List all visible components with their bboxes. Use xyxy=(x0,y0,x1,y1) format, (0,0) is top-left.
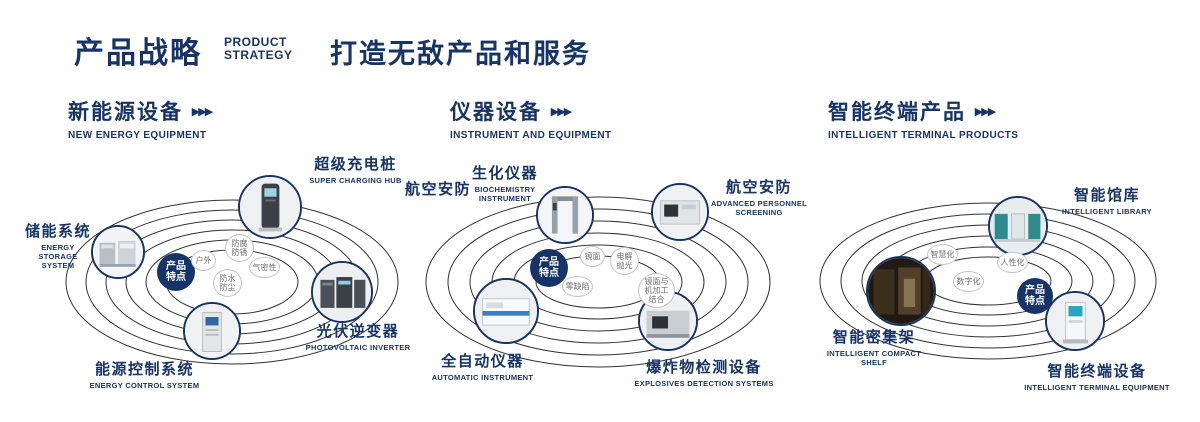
security-gate-image xyxy=(538,188,592,242)
feature-bubble: 智慧化 xyxy=(927,244,958,265)
pv-inverter-image xyxy=(313,263,371,321)
product-label-energy-control: 能源控制系统 ENERGY CONTROL SYSTEM xyxy=(82,358,207,390)
compact-shelf-image xyxy=(868,258,934,324)
triple-chevron-icon: ▸▸▸ xyxy=(192,103,213,120)
section-title: 新能源设备 xyxy=(68,101,183,124)
product-circle-personnel-screening xyxy=(651,183,709,241)
section-subtitle: INSTRUMENT AND EQUIPMENT xyxy=(450,130,612,141)
product-name-cn: 航空安防 xyxy=(404,181,471,198)
product-name-cn: 生化仪器 xyxy=(471,165,538,182)
feature-bubble: 电解抛光 xyxy=(610,247,639,275)
product-feature-badge: 产品特点 xyxy=(157,253,195,291)
charging-hub-image xyxy=(240,177,300,237)
product-name-cn: 能源控制系统 xyxy=(94,361,194,378)
product-feature-badge-label: 产品特点 xyxy=(1025,285,1045,307)
product-label-explosives-detection: 爆炸物检测设备 EXPLOSIVES DETECTION SYSTEMS xyxy=(634,356,774,388)
product-name-cn: 智能终端设备 xyxy=(1047,363,1147,380)
product-circle-pv-inverter xyxy=(311,261,373,323)
product-label-energy-storage: 储能系统 ENERGY STORAGE SYSTEM xyxy=(24,220,92,270)
section-subtitle: NEW ENERGY EQUIPMENT xyxy=(68,130,207,141)
product-label-automatic-instrument: 全自动仪器 AUTOMATIC INSTRUMENT xyxy=(425,350,540,382)
product-name-en: INTELLIGENT COMPACT SHELF xyxy=(826,349,922,367)
energy-storage-image xyxy=(93,227,143,277)
feature-bubble: 户外 xyxy=(191,250,216,271)
section-heading-instruments: 仪器设备 ▸▸▸ INSTRUMENT AND EQUIPMENT xyxy=(450,96,611,141)
product-feature-badge: 产品特点 xyxy=(530,249,568,287)
orbit-rings-instruments xyxy=(425,196,771,368)
product-feature-badge-label: 产品特点 xyxy=(166,261,186,283)
product-name-cn: 智能馆库 xyxy=(1073,187,1140,204)
product-name-en: PHOTOVOLTAIC INVERTER xyxy=(305,343,411,352)
product-name-en: ADVANCED PERSONNEL SCREENING xyxy=(710,199,808,217)
product-label-pv-inverter: 光伏逆变器 PHOTOVOLTAIC INVERTER xyxy=(298,320,418,352)
feature-bubble: 气密性 xyxy=(249,257,280,278)
energy-control-image xyxy=(185,304,239,358)
product-feature-badge: 产品特点 xyxy=(1017,278,1053,314)
feature-bubble: 数字化 xyxy=(953,271,984,292)
product-name-en: SUPER CHARGING HUB xyxy=(309,176,402,185)
product-name-cn: 智能密集架 xyxy=(832,329,916,346)
product-name-en: EXPLOSIVES DETECTION SYSTEMS xyxy=(634,379,774,388)
product-circle-security-gate xyxy=(536,186,594,244)
page-title-en: PRODUCT STRATEGY xyxy=(224,35,293,62)
feature-bubble: 镜面与机加工结合 xyxy=(638,273,675,308)
automatic-instrument-image xyxy=(475,280,537,342)
feature-bubble: 零缺陷 xyxy=(562,276,593,297)
product-feature-badge-label: 产品特点 xyxy=(539,257,559,279)
page-title: 产品战略 xyxy=(74,37,202,70)
product-name-en: INTELLIGENT TERMINAL EQUIPMENT xyxy=(1024,383,1170,392)
section-title: 智能终端产品 xyxy=(828,101,966,124)
product-circle-terminal-equipment xyxy=(1045,291,1105,351)
product-name-cn: 爆炸物检测设备 xyxy=(646,359,762,376)
product-name-cn: 储能系统 xyxy=(24,223,91,240)
feature-bubble: 人性化 xyxy=(997,252,1028,273)
triple-chevron-icon: ▸▸▸ xyxy=(975,103,996,120)
section-heading-intelligent-terminal: 智能终端产品 ▸▸▸ INTELLIGENT TERMINAL PRODUCTS xyxy=(828,96,1018,141)
product-label-biochemistry: 生化仪器 BIOCHEMISTRY INSTRUMENT xyxy=(466,162,544,203)
product-circle-compact-shelf xyxy=(866,256,936,326)
feature-bubble: 防水防尘 xyxy=(213,269,242,297)
product-circle-energy-storage xyxy=(91,225,145,279)
product-label-personnel-screening: 航空安防 ADVANCED PERSONNEL SCREENING xyxy=(710,176,808,217)
product-name-en: AUTOMATIC INSTRUMENT xyxy=(431,373,534,382)
section-subtitle: INTELLIGENT TERMINAL PRODUCTS xyxy=(828,130,1019,141)
product-label-intelligent-library: 智能馆库 INTELLIGENT LIBRARY xyxy=(1052,184,1162,216)
product-name-cn: 航空安防 xyxy=(725,179,792,196)
product-circle-charging-hub xyxy=(238,175,302,239)
product-label-charging-hub: 超级充电桩 SUPER CHARGING HUB xyxy=(298,153,413,185)
personnel-screening-image xyxy=(653,185,707,239)
feature-bubble: 防腐防锈 xyxy=(225,234,254,262)
product-circle-automatic-instrument xyxy=(473,278,539,344)
product-label-compact-shelf: 智能密集架 INTELLIGENT COMPACT SHELF xyxy=(815,326,933,367)
product-name-cn: 全自动仪器 xyxy=(441,353,524,370)
product-name-en: INTELLIGENT LIBRARY xyxy=(1061,207,1152,216)
triple-chevron-icon: ▸▸▸ xyxy=(551,103,572,120)
section-title: 仪器设备 xyxy=(450,101,542,124)
product-name-en: BIOCHEMISTRY INSTRUMENT xyxy=(474,185,536,203)
product-name-cn: 超级充电桩 xyxy=(314,156,397,173)
feature-bubble: 镜面 xyxy=(580,246,605,267)
product-circle-energy-control xyxy=(183,302,241,360)
terminal-equipment-image xyxy=(1047,293,1103,349)
product-label-terminal-equipment: 智能终端设备 INTELLIGENT TERMINAL EQUIPMENT xyxy=(1022,360,1172,392)
product-circle-intelligent-library xyxy=(988,196,1048,256)
product-label-aviation-security-left: 航空安防 xyxy=(400,178,476,199)
page-slogan: 打造无敌产品和服务 xyxy=(330,39,591,69)
product-name-cn: 光伏逆变器 xyxy=(316,323,400,340)
product-name-en: ENERGY CONTROL SYSTEM xyxy=(89,381,200,390)
intelligent-library-image xyxy=(990,198,1046,254)
section-heading-new-energy: 新能源设备 ▸▸▸ NEW ENERGY EQUIPMENT xyxy=(68,96,213,141)
product-name-en: ENERGY STORAGE SYSTEM xyxy=(38,243,78,270)
